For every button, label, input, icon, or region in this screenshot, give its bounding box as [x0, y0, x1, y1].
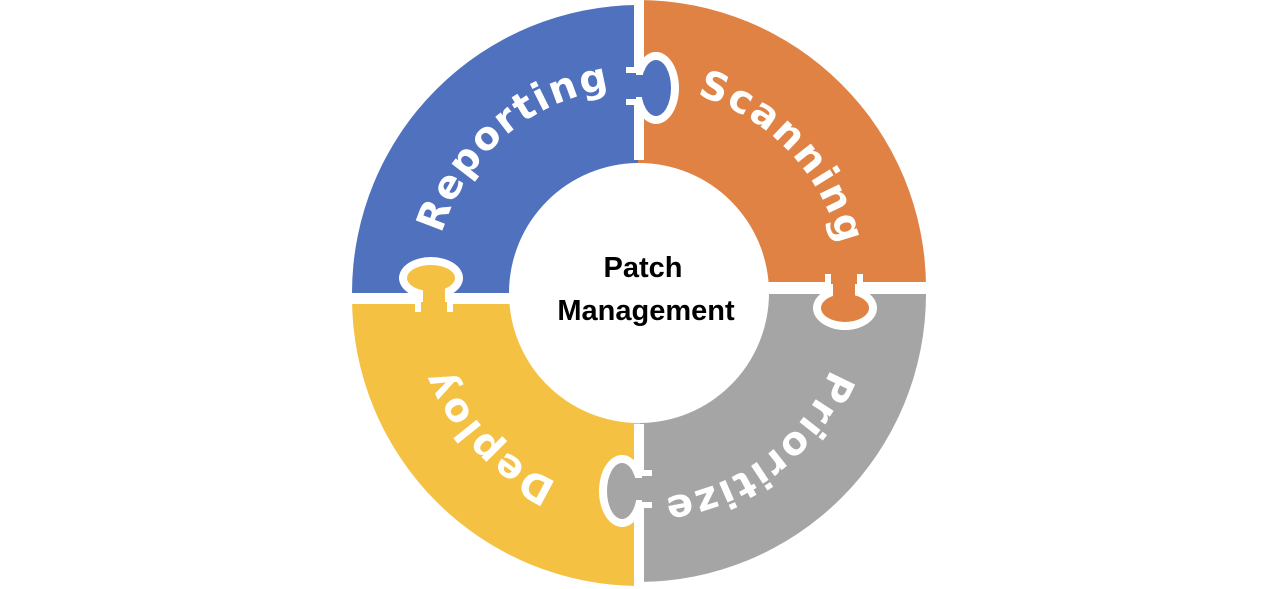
- center-title-line2: Management: [557, 295, 735, 327]
- knob-joint: [421, 302, 447, 312]
- knob-joint: [831, 272, 857, 284]
- center-title-line1: Patch: [604, 252, 683, 284]
- puzzle-knob-prioritize: [599, 455, 652, 527]
- center-hub: [509, 163, 769, 423]
- knob-joint: [626, 73, 636, 99]
- knob-joint: [642, 476, 652, 502]
